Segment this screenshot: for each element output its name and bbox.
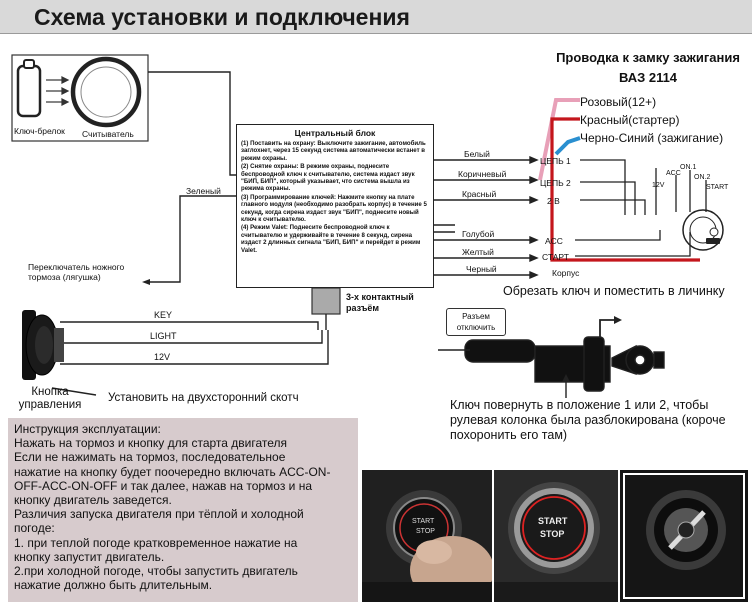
cut-key-note: Обрезать ключ и поместить в личинку — [503, 284, 725, 298]
wire-label-white: Белый — [464, 149, 490, 159]
photo2-start-text: START — [538, 516, 568, 526]
central-block: Центральный блок (1) Поставить на охрану… — [236, 124, 434, 288]
photo-ignition-lock — [620, 470, 748, 602]
contact-circuit-2: ЦЕПЬ 2 — [540, 178, 571, 188]
wire-label-yellow: Желтый — [462, 247, 494, 257]
ignition-wire-pink: Розовый(12+) — [580, 95, 657, 109]
contact-acc: ACC — [545, 236, 563, 246]
connector-icon — [311, 287, 341, 315]
central-block-text: (3) Программирование ключей: Нажмите кно… — [241, 193, 427, 224]
instructions-line: нажатие на кнопку будет поочередно включ… — [14, 464, 331, 479]
pink-wire — [538, 98, 580, 181]
instructions-line: 2.при холодной погоде, чтобы запустить д… — [14, 564, 298, 579]
steering-lock-icon — [438, 316, 665, 398]
central-block-text: (2) Снятие охраны: В режиме охраны, подн… — [241, 163, 415, 193]
button-wire-12v: 12V — [154, 352, 171, 362]
contact-2v: 2 В — [547, 196, 560, 206]
switch-label-start: START — [706, 184, 729, 191]
instructions-line: Инструкция эксплуатации: — [14, 422, 161, 436]
control-button-label: Кнопка управления — [18, 386, 82, 411]
contact-circuit-1: ЦЕПЬ 1 — [540, 156, 571, 166]
reader-ring-icon — [70, 56, 142, 128]
signal-arrows-icon — [46, 76, 70, 106]
ignition-wire-red: Красный(стартер) — [580, 113, 680, 127]
contact-ground: Корпус — [552, 268, 580, 278]
photo-button-press: START STOP — [362, 470, 492, 602]
button-wire-light: LIGHT — [150, 331, 177, 341]
central-block-title: Центральный блок — [294, 128, 376, 138]
key-turn-note: Ключ повернуть в положение 1 или 2, чтоб… — [450, 398, 726, 442]
keyfob-icon — [16, 64, 42, 118]
green-wire-label: Зеленый — [186, 186, 221, 196]
switch-label-on1: ON.1 — [680, 164, 697, 171]
reader-label: Считыватель — [82, 129, 134, 139]
instructions-line: Различия запуска двигателя при тёплой и … — [14, 507, 304, 522]
central-block-text: (4) Режим Valet: Поднесите беспроводной … — [241, 224, 421, 254]
key-icon — [706, 227, 720, 244]
switch-label-acc: ACC — [666, 170, 681, 177]
wire-label-blue: Голубой — [462, 229, 495, 239]
wire-label-brown: Коричневый — [458, 169, 507, 179]
blue-wire — [554, 136, 581, 156]
photo2-stop-text: STOP — [540, 529, 565, 539]
wire-label-red: Красный — [462, 189, 497, 199]
instructions-line: кнопку запустит двигатель. — [14, 549, 165, 564]
control-button-icon — [22, 310, 64, 380]
photo-start-stop-button: START STOP — [494, 470, 618, 602]
central-block-text: (1) Поставить на охрану: Выключите зажиг… — [241, 140, 426, 162]
fob-reader-box — [11, 54, 149, 142]
wire-label-black: Черный — [466, 264, 497, 274]
brake-switch-label: Переключатель ножного тормоза (лягушка) — [28, 262, 125, 282]
photo1-start-text: START — [412, 518, 435, 525]
disconnect-label: Разъем отключить — [446, 308, 506, 336]
instructions-line: OFF-ACC-ON-OFF и так далее, нажав на тор… — [14, 478, 313, 493]
red-wire — [550, 117, 700, 262]
instructions-line: кнопку двигатель заведется. — [14, 493, 172, 508]
instructions-panel: Инструкция эксплуатации: Нажать на тормо… — [8, 418, 358, 602]
instructions-line: 1. при теплой погоде кратковременное наж… — [14, 535, 298, 550]
ignition-wire-list: Розовый(12+) Красный(стартер) Черно-Сини… — [580, 93, 723, 147]
button-wire-key: KEY — [154, 310, 173, 320]
instructions-line: Нажать на тормоз и кнопку для старта дви… — [14, 436, 288, 451]
connector-label: 3-х контактный разъём — [346, 292, 414, 313]
instructions-line: погоде: — [14, 521, 55, 536]
photo1-stop-text: STOP — [416, 528, 435, 535]
ignition-wiring-header: Проводка к замку зажигания ВАЗ 2114 — [556, 50, 740, 85]
ignition-wire-blue-black: Черно-Синий (зажигание) — [580, 131, 724, 145]
keyfob-label: Ключ-брелок — [14, 126, 65, 136]
switch-label-12v: 12V — [652, 182, 665, 189]
instructions-line: нажатие должно быть длительным. — [14, 578, 213, 593]
ignition-switch-icon — [682, 209, 724, 251]
mount-note: Установить на двухсторонний скотч — [108, 392, 299, 404]
instructions-line: Если не нажимать на тормоз, последовател… — [14, 450, 286, 465]
contact-start: СТАРТ — [542, 252, 569, 262]
switch-label-on2: ON.2 — [694, 174, 711, 181]
page-title: Схема установки и подключения — [0, 0, 752, 34]
